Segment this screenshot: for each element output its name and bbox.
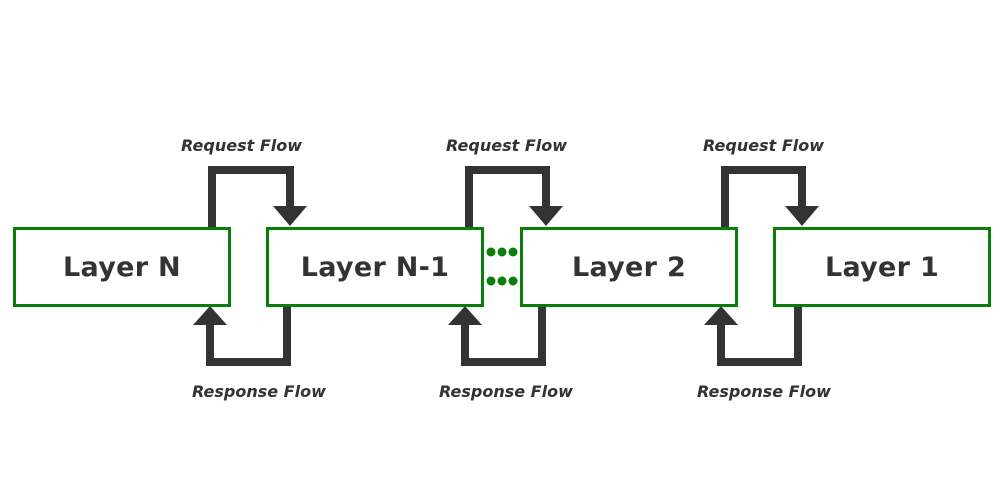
request-arrowhead-3 xyxy=(785,206,819,226)
layer-label: Layer 1 xyxy=(824,251,940,283)
layer-label: Layer N-1 xyxy=(300,251,450,283)
response-arrowhead-1 xyxy=(193,306,227,325)
layer-label: Layer 2 xyxy=(571,251,687,283)
request-flow-label: Request Flow xyxy=(703,136,824,155)
response-arrowhead-2 xyxy=(448,306,482,325)
request-flow-label: Request Flow xyxy=(446,136,567,155)
request-arrow-3 xyxy=(721,166,806,230)
layer-n-box: Layer N xyxy=(13,227,231,307)
request-flow-label: Request Flow xyxy=(181,136,302,155)
response-arrow-1 xyxy=(206,305,291,366)
response-arrow-2 xyxy=(461,305,546,366)
response-arrowhead-3 xyxy=(704,306,738,325)
request-arrow-2 xyxy=(465,166,550,230)
request-arrowhead-1 xyxy=(273,206,307,226)
layer-label: Layer N xyxy=(63,251,181,283)
response-arrow-3 xyxy=(717,305,802,366)
response-flow-label: Response Flow xyxy=(697,382,831,401)
request-arrowhead-2 xyxy=(529,206,563,226)
layer-1-box: Layer 1 xyxy=(773,227,991,307)
layer-2-box: Layer 2 xyxy=(520,227,738,307)
request-arrow-1 xyxy=(208,166,294,230)
response-flow-label: Response Flow xyxy=(439,382,573,401)
ellipsis-dots xyxy=(486,247,518,286)
layer-n-1-box: Layer N-1 xyxy=(266,227,484,307)
response-flow-label: Response Flow xyxy=(192,382,326,401)
